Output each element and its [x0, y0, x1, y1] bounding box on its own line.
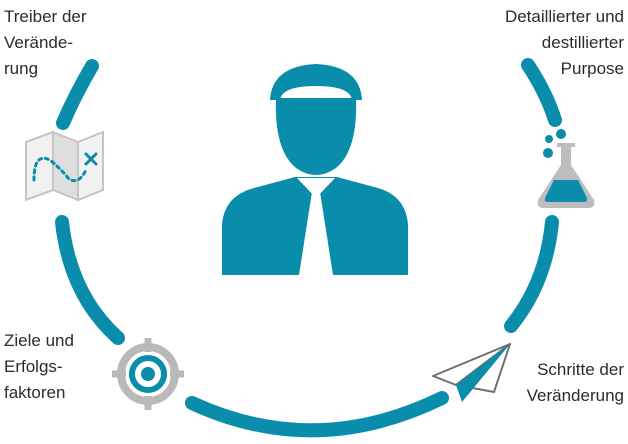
paper-plane-icon	[432, 343, 511, 402]
label-line: Veränderung	[526, 386, 624, 405]
flask-liquid	[544, 180, 588, 202]
arc-bottom	[185, 391, 449, 438]
label-line: faktoren	[4, 383, 66, 402]
target-middle-ring	[129, 355, 167, 393]
label-line: Detaillierter und	[504, 7, 624, 26]
target-icon	[112, 338, 184, 410]
businessman-shirt-collar	[297, 178, 335, 198]
label-detaillierter-purpose: Detaillierter und destillierter Purpose	[505, 4, 624, 82]
map-route	[32, 156, 88, 183]
plane-fold	[456, 344, 510, 402]
label-line: Ziele und	[4, 331, 74, 350]
label-schritte-der-veraenderung: Schritte der Veränderung	[527, 357, 624, 409]
businessman-icon	[222, 64, 408, 275]
map-panel-1	[25, 130, 54, 202]
label-line: Verände-	[4, 33, 73, 52]
label-line: Schritte der	[537, 360, 624, 379]
flask-bubble-small	[545, 135, 553, 143]
map-panel-3	[77, 130, 104, 202]
flask-bubble-large	[556, 129, 566, 139]
map-x-mark	[84, 152, 98, 166]
label-line: destillierter	[541, 33, 624, 52]
cycle-ring	[55, 58, 562, 438]
target-bullseye	[141, 367, 155, 381]
arc-left	[55, 215, 125, 345]
label-line: Purpose	[560, 59, 624, 78]
label-line: rung	[4, 59, 39, 78]
label-treiber-der-veraenderung: Treiber der Verände- rung	[4, 4, 87, 82]
label-line: Treiber der	[4, 7, 87, 26]
arc-right	[504, 215, 559, 333]
arc-top-right	[521, 58, 562, 127]
businessman-tie	[299, 192, 333, 275]
businessman-head	[275, 98, 357, 175]
treasure-map-icon	[25, 130, 104, 202]
target-crosshair	[112, 338, 184, 410]
flask-icon	[537, 129, 595, 208]
label-ziele-und-erfolgsfaktoren: Ziele und Erfolgs- faktoren	[4, 328, 74, 406]
arc-top-left	[56, 59, 99, 130]
flask-bubble-mid	[543, 148, 553, 158]
label-line: Erfolgs-	[4, 357, 63, 376]
businessman-hair	[270, 64, 362, 100]
